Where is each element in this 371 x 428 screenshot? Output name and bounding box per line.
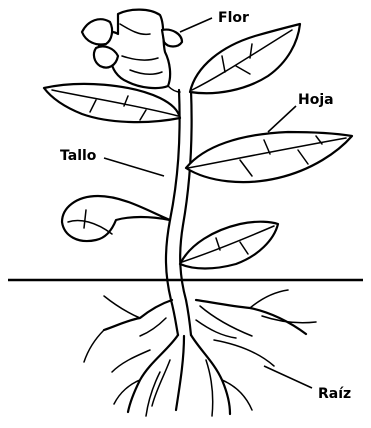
label-leaf: Hoja (298, 92, 334, 108)
leaf-upper-right (190, 24, 300, 93)
roots (84, 290, 316, 416)
stem (166, 90, 192, 335)
label-flower: Flor (218, 10, 249, 26)
stem-leader-line (104, 158, 164, 176)
leaf-lower-left (62, 196, 170, 241)
label-stem: Tallo (60, 148, 97, 164)
flower (82, 10, 182, 92)
label-root: Raíz (318, 386, 351, 402)
leaf-leader-line (268, 106, 296, 132)
flower-leader-line (180, 18, 212, 32)
leaf-upper-left (44, 84, 180, 122)
root-leader-line (264, 366, 312, 388)
leaf-middle-right (186, 132, 352, 182)
leaf-lower-right (180, 222, 278, 269)
